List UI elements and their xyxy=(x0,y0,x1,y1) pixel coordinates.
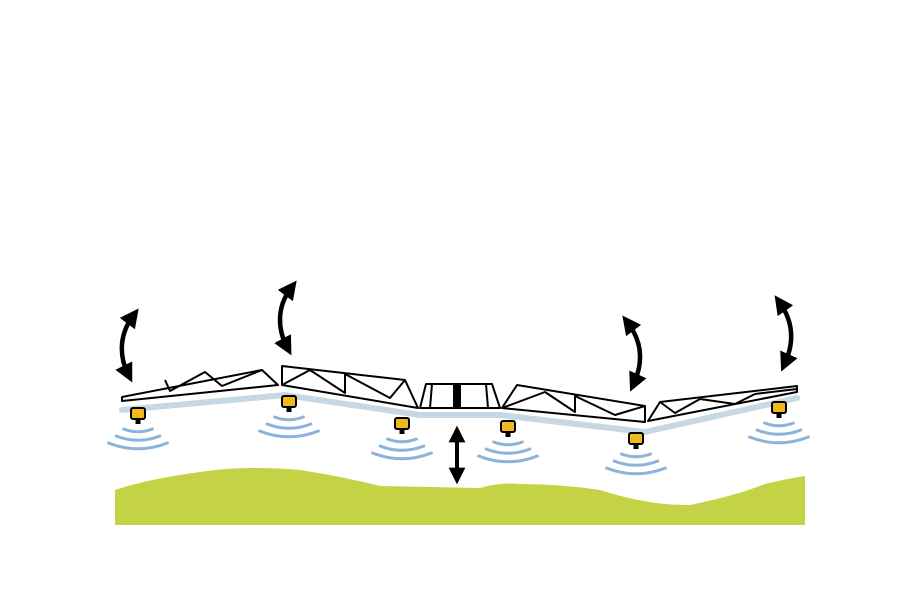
ultrasonic-sensor-icon xyxy=(477,420,539,464)
curved-double-arrow-icon xyxy=(622,315,647,392)
curved-double-arrow-icon xyxy=(774,295,798,372)
ultrasonic-sensor-icon xyxy=(371,417,433,461)
ground-terrain xyxy=(115,468,805,525)
curved-double-arrow-icon xyxy=(274,280,297,356)
sensor-waves xyxy=(107,427,169,451)
sensor-waves xyxy=(477,440,539,464)
ultrasonic-sensor-icon xyxy=(258,395,320,439)
sensor-waves xyxy=(258,415,320,439)
ultrasonic-sensor-icon xyxy=(107,407,169,451)
boom-left-outer-wing xyxy=(121,369,279,402)
sensors-layer xyxy=(107,395,810,476)
boom-left-inner-wing xyxy=(281,365,419,409)
curved-double-arrow-icon xyxy=(115,308,139,383)
ultrasonic-sensor-icon xyxy=(605,432,667,476)
boom-right-outer-wing xyxy=(647,385,798,422)
sensor-waves xyxy=(371,437,433,461)
boom-right-inner-wing xyxy=(501,384,646,423)
ultrasonic-sensor-icon xyxy=(748,401,810,445)
boom-center-section xyxy=(419,383,501,409)
center-mast xyxy=(453,384,461,408)
boom-guide-line xyxy=(119,392,800,435)
sensor-waves xyxy=(605,452,667,476)
sensor-waves xyxy=(748,421,810,445)
arrows-layer xyxy=(115,280,798,485)
